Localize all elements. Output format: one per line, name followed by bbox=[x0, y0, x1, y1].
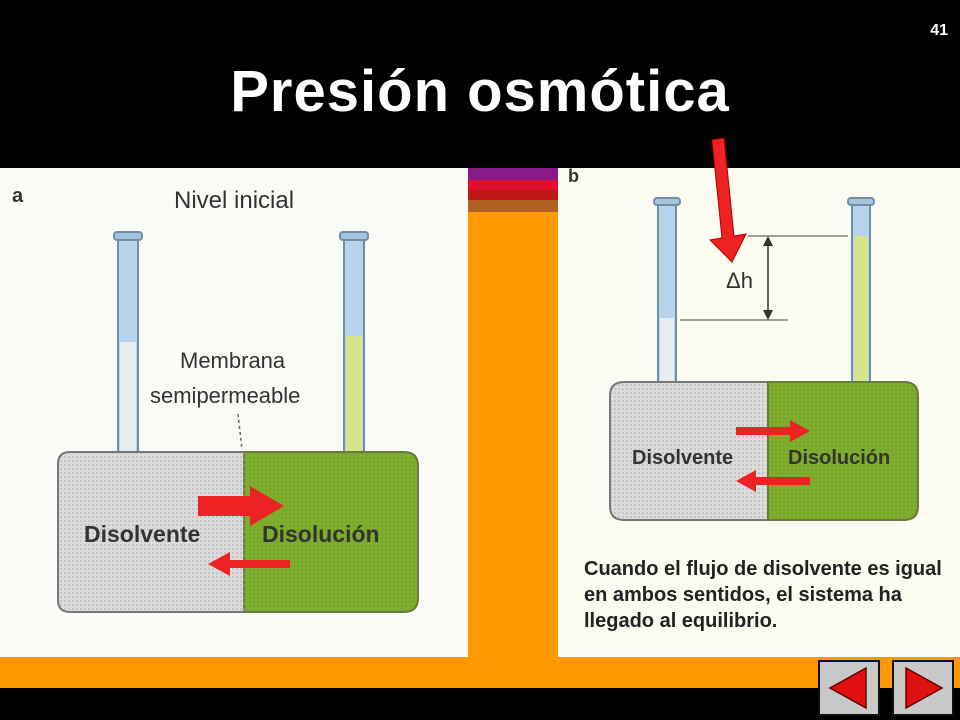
right-tube bbox=[339, 231, 369, 459]
slide-title: Presión osmótica bbox=[230, 59, 730, 124]
stripe-red bbox=[468, 180, 558, 190]
initial-level-label: Nivel inicial bbox=[174, 187, 294, 214]
panel-b-letter: b bbox=[568, 168, 579, 186]
panel-b-caption: Cuando el flujo de disolvente es igual e… bbox=[584, 558, 942, 632]
panel-b-diagram: b Δh Disolvente Disolución Cuando el bbox=[558, 166, 960, 657]
container bbox=[57, 451, 419, 613]
container bbox=[609, 381, 919, 521]
panel-a-diagram: a Nivel inicial Membrana semipermeable D… bbox=[0, 168, 468, 657]
panel-a-svg: a Nivel inicial Membrana semipermeable D… bbox=[12, 185, 419, 613]
flow-arrow-left bbox=[736, 470, 810, 492]
slide-footer bbox=[0, 688, 960, 720]
slide-number: 41 bbox=[930, 22, 948, 39]
left-tube bbox=[113, 231, 143, 459]
dimension-arrow-down bbox=[763, 310, 773, 320]
right-tube bbox=[847, 197, 875, 383]
slide-header: 41 Presión osmótica bbox=[0, 0, 960, 168]
membrane-label-line1: Membrana bbox=[180, 348, 286, 373]
panel-b-solvent-label: Disolvente bbox=[632, 447, 733, 469]
flow-arrow-right bbox=[736, 420, 810, 442]
triangle-left-icon bbox=[828, 666, 867, 710]
next-slide-button[interactable] bbox=[892, 660, 954, 716]
panel-a-letter: a bbox=[12, 185, 24, 207]
panel-a-solution-label: Disolución bbox=[262, 521, 380, 547]
panel-a-solvent-label: Disolvente bbox=[84, 521, 200, 547]
stripe-purple bbox=[468, 168, 558, 180]
delta-h-label: Δh bbox=[726, 268, 753, 293]
previous-slide-button[interactable] bbox=[818, 660, 880, 716]
membrane-pointer bbox=[237, 413, 243, 451]
large-flow-arrow-right bbox=[198, 486, 284, 526]
stripe-dark-red bbox=[468, 190, 558, 200]
stripe-brown bbox=[468, 200, 558, 212]
small-flow-arrow-left bbox=[208, 552, 290, 576]
left-tube bbox=[653, 197, 681, 383]
panel-b-svg: b Δh Disolvente Disolución bbox=[568, 166, 919, 521]
triangle-right-icon bbox=[905, 666, 944, 710]
dimension-arrow-up bbox=[763, 236, 773, 246]
panel-b-solution-label: Disolución bbox=[788, 447, 890, 469]
membrane-label-line2: semipermeable bbox=[150, 383, 300, 408]
